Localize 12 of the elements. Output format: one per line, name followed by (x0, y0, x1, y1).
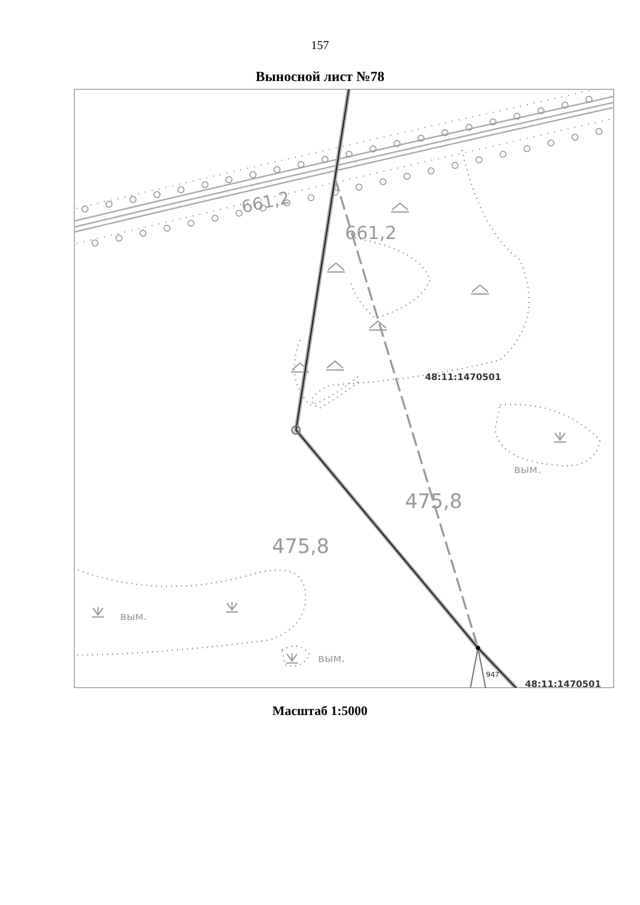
land-type-label: вым. (120, 610, 147, 623)
elevation-label: 475,8 (272, 534, 330, 558)
land-type-label: вым. (514, 463, 541, 476)
elevation-label: 475,8 (405, 489, 462, 513)
elevation-label: 661,2 (345, 223, 397, 244)
parcel-number: 48:11:1470501 (425, 373, 502, 383)
page-number: 157 (311, 38, 329, 52)
sheet-title: Выносной лист №78 (256, 70, 384, 85)
land-type-label: вым. (318, 652, 345, 665)
scale-caption: Масштаб 1:5000 (272, 703, 368, 718)
parcel-number: 48:11:1470501 (525, 680, 602, 690)
elevation-label: 661,2 (240, 188, 292, 218)
